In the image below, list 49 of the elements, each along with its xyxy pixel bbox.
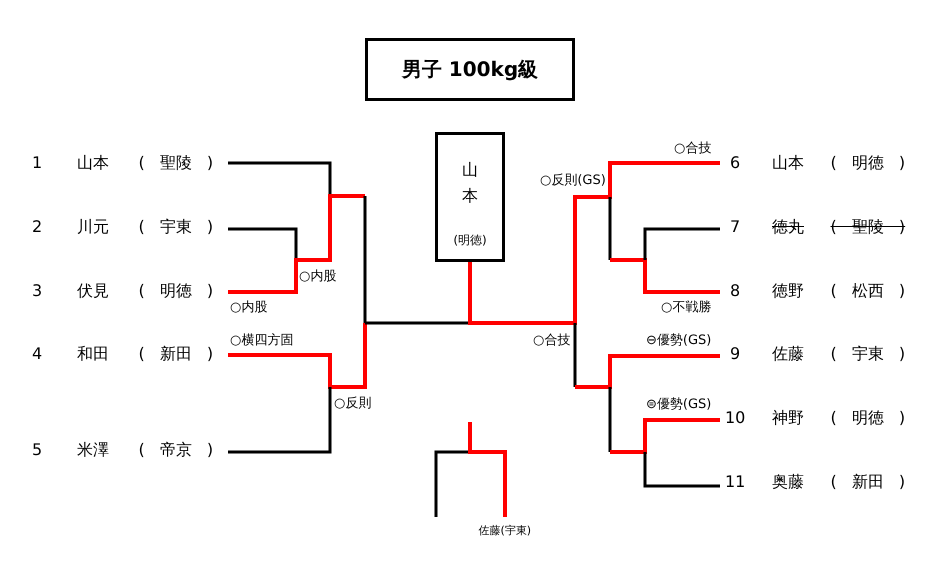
school-name: ( 松西 ) (830, 283, 906, 299)
seed-number: 6 (730, 155, 740, 171)
player-name: 徳野 (772, 283, 804, 299)
result-label: ○内股 (230, 300, 268, 314)
player-name: 山本 (772, 155, 804, 171)
title-box (365, 38, 575, 101)
winner-school: (明徳) (453, 232, 487, 249)
player-name: 米澤 (77, 442, 109, 458)
title-text: 男子 100kg級 (402, 56, 538, 83)
player-name: 和田 (77, 346, 109, 362)
seed-number: 3 (32, 283, 42, 299)
result-label: ○合技 (674, 142, 712, 154)
winner-box (435, 132, 505, 262)
result-label: ○反則(GS) (540, 174, 606, 186)
result-label: ⊜優勢(GS) (646, 398, 712, 410)
school-name: ( 明徳 ) (830, 410, 906, 426)
school-name: ( 明徳 ) (138, 283, 214, 299)
seed-number: 11 (725, 474, 746, 490)
result-label: ○内股 (299, 270, 336, 282)
school-name: ( 明徳 ) (830, 155, 906, 171)
player-name: 神野 (772, 410, 804, 426)
player-name: 山本 (77, 155, 109, 171)
seed-number: 7 (730, 219, 740, 235)
seed-number: 9 (730, 346, 740, 362)
school-name: ( 聖陵 ) (138, 155, 214, 171)
result-label: ○不戦勝 (661, 300, 712, 314)
player-name: 徳丸 (772, 219, 804, 235)
school-name: ( 新田 ) (830, 474, 906, 490)
result-label: ⊖優勢(GS) (646, 334, 712, 346)
player-name: 佐藤 (772, 346, 804, 362)
result-label: ○反則 (334, 396, 372, 410)
winner-name: 山本 (462, 159, 478, 207)
seed-number: 1 (32, 155, 42, 171)
result-label: ○横四方固 (230, 334, 294, 346)
school-name: ( 宇東 ) (138, 219, 214, 235)
seed-number: 2 (32, 219, 42, 235)
seed-number: 4 (32, 346, 42, 362)
school-name: ( 新田 ) (138, 346, 214, 362)
player-name: 奥藤 (772, 474, 804, 490)
seed-number: 10 (725, 410, 746, 426)
school-name: ( 宇東 ) (830, 346, 906, 362)
third-place-name: 佐藤(宇東) (478, 524, 532, 536)
player-name: 伏見 (77, 283, 109, 299)
school-name: ( 帝京 ) (138, 442, 214, 458)
school-name: ( 聖陵 ) (830, 219, 906, 235)
result-label: ○合技 (533, 334, 570, 346)
seed-number: 5 (32, 442, 42, 458)
seed-number: 8 (730, 283, 740, 299)
player-name: 川元 (77, 219, 109, 235)
